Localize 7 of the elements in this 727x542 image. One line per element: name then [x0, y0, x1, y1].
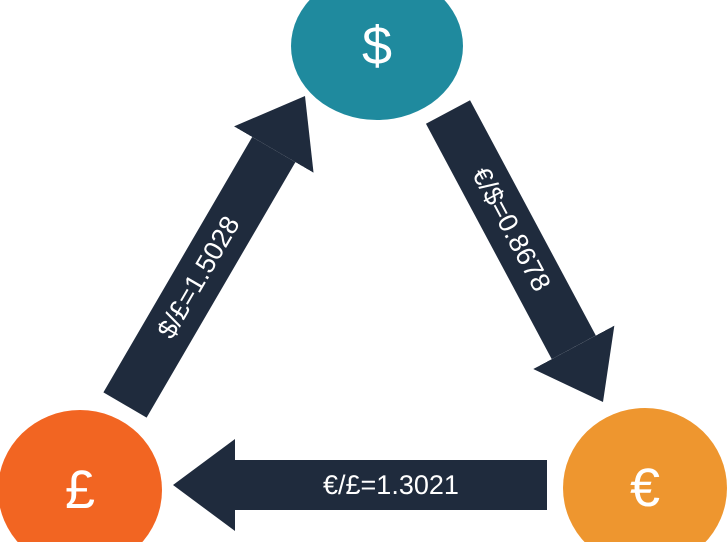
currency-symbol: £ [64, 459, 96, 521]
block-arrow [173, 439, 547, 531]
currency-symbol: € [630, 457, 660, 519]
exchange-rate-label: €/£=1.3021 [323, 470, 459, 500]
block-arrow [103, 96, 314, 418]
currency-symbol: $ [362, 15, 392, 77]
block-arrow [426, 100, 614, 402]
